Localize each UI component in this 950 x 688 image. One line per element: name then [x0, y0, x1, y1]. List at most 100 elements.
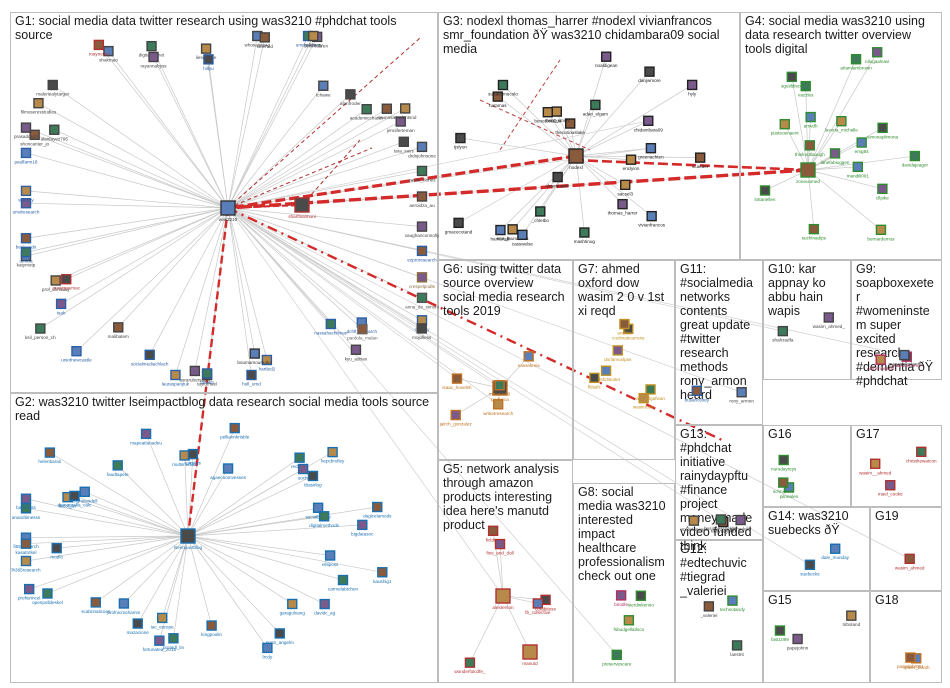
node-nurudayreys[interactable]: nurudayreys: [771, 454, 797, 472]
node-davidc-ag[interactable]: davidc_ag: [314, 598, 336, 616]
node-suchlnadips[interactable]: suchlnadips: [802, 223, 827, 241]
node-kyu-adrian[interactable]: kyu_adrian: [345, 344, 368, 361]
node-fsbudgellatloco[interactable]: fsbudgellatloco: [614, 615, 645, 632]
node-carmelabtchen[interactable]: carmelabtchen: [328, 574, 359, 592]
node-greenachten[interactable]: greenachten: [638, 142, 664, 160]
node-lh365research[interactable]: lh365research: [11, 555, 41, 572]
node-danjwmore[interactable]: danjwmore: [638, 66, 661, 83]
node-preservescare[interactable]: preservescare: [602, 649, 632, 666]
node-walejay[interactable]: walejay: [18, 185, 34, 202]
node-vaughanconnolly[interactable]: vaughanconnolly: [405, 221, 440, 238]
node-lottariellen[interactable]: lottariellen: [755, 185, 776, 202]
node-alanfayez795[interactable]: alanfayez795: [41, 124, 69, 141]
node-protedl-lin[interactable]: protedl_lin: [163, 633, 185, 650]
node-lavoria-michalle[interactable]: lavoria_michalle: [825, 116, 858, 133]
node-dorlamvalpas[interactable]: dorlamvalpas: [604, 345, 632, 362]
node-zoneuomed[interactable]: zoneuomed: [796, 162, 820, 184]
node-pamelahr001[interactable]: pamelahr001: [897, 652, 924, 669]
node-nammas[interactable]: nammas: [489, 91, 507, 108]
node-sierdinkenno[interactable]: sierdinkenno: [628, 590, 654, 607]
node-nodexl[interactable]: nodexl: [568, 148, 584, 170]
node-rmfdoforward[interactable]: rmfdoforward: [680, 515, 708, 532]
node-thecuriouslake[interactable]: thecuriouslake: [555, 118, 585, 135]
node-selerted[interactable]: selerted: [257, 32, 274, 49]
node-malibatem[interactable]: malibatem: [108, 322, 129, 339]
node-drdnjohnsone[interactable]: drdnjohnsone: [408, 141, 436, 158]
node-write4research[interactable]: write4research: [483, 399, 514, 416]
node-agaecoomvesses[interactable]: agaecoomvesses: [210, 463, 247, 480]
node-kaushig1[interactable]: kaushig1: [373, 567, 392, 584]
node-pusteoenaent[interactable]: pusteoenaent: [771, 119, 800, 136]
node-crespelpodle[interactable]: crespelpodle: [409, 272, 435, 289]
node-demografia-calc[interactable]: demografia_calc: [58, 490, 92, 507]
node-mandili001[interactable]: mandili001: [847, 161, 870, 178]
node-scabrinalicoes[interactable]: scabrinalicoes: [81, 597, 111, 614]
node-amvdh[interactable]: amvdh: [804, 111, 818, 129]
node-helenbaran[interactable]: helenbaran: [38, 447, 62, 464]
node-shakmao[interactable]: shakmao: [99, 45, 118, 63]
node-lauraspanjtuk[interactable]: lauraspanjtuk: [162, 369, 190, 387]
node-rtioneduby[interactable]: rtioneduby: [730, 514, 752, 532]
node-maleriealytarger[interactable]: maleriealytarger: [36, 79, 70, 96]
node-bigdatasoc[interactable]: bigdatasoc: [351, 519, 374, 536]
node-subacomucolo[interactable]: subacomucolo: [488, 79, 518, 97]
node-marc-smith[interactable]: marc_smith: [545, 106, 569, 123]
node-alanfroder[interactable]: alanfroder: [340, 89, 361, 106]
node-birodle[interactable]: birodle: [614, 590, 628, 607]
node-simonaplimona[interactable]: simonaplimona: [867, 122, 899, 139]
node-mojolless[interactable]: mojolless: [412, 323, 432, 340]
node-nilugaalnavi[interactable]: nilugaalnavi: [865, 47, 889, 64]
node-dale-munday[interactable]: dale_munday: [821, 543, 850, 560]
node-digitalmethods[interactable]: digitalmethods: [309, 511, 340, 528]
node-uochi[interactable]: uochi: [298, 463, 309, 481]
node-lanefabioggen[interactable]: lanefabioggen: [821, 148, 850, 165]
node-lseimpactblog[interactable]: lseimpactblog: [174, 528, 203, 550]
node-kingpoolin[interactable]: kingpoolin: [201, 620, 222, 637]
node-garagulvang[interactable]: garagulvang: [280, 598, 306, 615]
node-busanceltey[interactable]: busanceltey: [685, 385, 710, 402]
node-drammaski[interactable]: drammaski: [546, 171, 569, 189]
node-gmacecotand[interactable]: gmacecotand: [445, 217, 473, 234]
node-rayannabyss[interactable]: rayannabyss: [141, 51, 168, 68]
node-hamansjh[interactable]: hamansjh: [490, 224, 511, 242]
node-thinkoutlauugh[interactable]: thinkoutlauugh: [795, 140, 825, 157]
node-mlmacon8[interactable]: mlmacon8: [489, 380, 511, 397]
node-ksil-person-ch[interactable]: ksil_person_ch: [25, 323, 56, 340]
node-busineesshelder[interactable]: busineesshelder: [704, 514, 738, 531]
node-hepcbrolley[interactable]: hepcbrolley: [321, 446, 345, 464]
node-alexterson[interactable]: alexterson: [492, 588, 514, 610]
node-gellibrary[interactable]: gellibrary: [304, 30, 323, 48]
node-fine-and-doll[interactable]: fine_and_doll: [486, 538, 514, 556]
node-christhewatcon[interactable]: christhewatcon: [906, 446, 937, 463]
node-tjslyon[interactable]: tjslyon: [454, 132, 467, 150]
node-valeriei[interactable]: _valeriei: [699, 601, 717, 618]
node-mael-cooke[interactable]: mael_cooke: [878, 480, 903, 497]
node-maryammsharif[interactable]: maryammsharif: [889, 349, 921, 367]
node-lrcdy[interactable]: lrcdy: [262, 642, 273, 659]
node-davidajeager[interactable]: davidajeager: [902, 150, 929, 168]
node-fast1099[interactable]: fast1099: [771, 625, 789, 642]
node-hartled2[interactable]: hartled2: [259, 354, 276, 371]
node-ahmedgafwan[interactable]: ahmedgafwan: [636, 384, 665, 401]
node-tbasirlog[interactable]: tbasirlog: [304, 470, 322, 487]
node-grawgravmac[interactable]: grawgravmac: [52, 274, 81, 291]
node-tara-savs[interactable]: tara_savs: [394, 136, 415, 153]
node-studentsnd[interactable]: studentsnd: [394, 103, 417, 120]
node-schnidlers[interactable]: schnidlers: [773, 477, 794, 494]
node-manutd[interactable]: manutd: [522, 644, 538, 666]
node-sacsel3[interactable]: sacsel3: [617, 179, 633, 196]
node-shahzadfa[interactable]: shahzadfa: [772, 325, 794, 343]
node-jenniferteman[interactable]: jenniferteman: [386, 116, 415, 133]
node-dagicelamods[interactable]: dagicelamods: [363, 501, 392, 519]
node-umdresearch[interactable]: umdresearch: [13, 198, 40, 215]
node-chletbo[interactable]: _chletbo: [531, 206, 550, 223]
node-tcnesh[interactable]: tcnesh: [200, 368, 214, 385]
node-wasimcom[interactable]: wasimcom: [633, 392, 655, 410]
node-iac-europe[interactable]: iac_europe: [151, 612, 174, 629]
node-tirboland[interactable]: tirboland: [843, 610, 861, 627]
node-cllpike[interactable]: cllpike: [876, 183, 889, 200]
node-tchawe[interactable]: tchawe: [316, 80, 331, 97]
node-vivianfrancos[interactable]: vivianfrancos: [638, 210, 666, 228]
node-rutmiles[interactable]: rutmiles: [185, 448, 202, 466]
node-bernardemus[interactable]: bernardemus: [867, 224, 895, 241]
